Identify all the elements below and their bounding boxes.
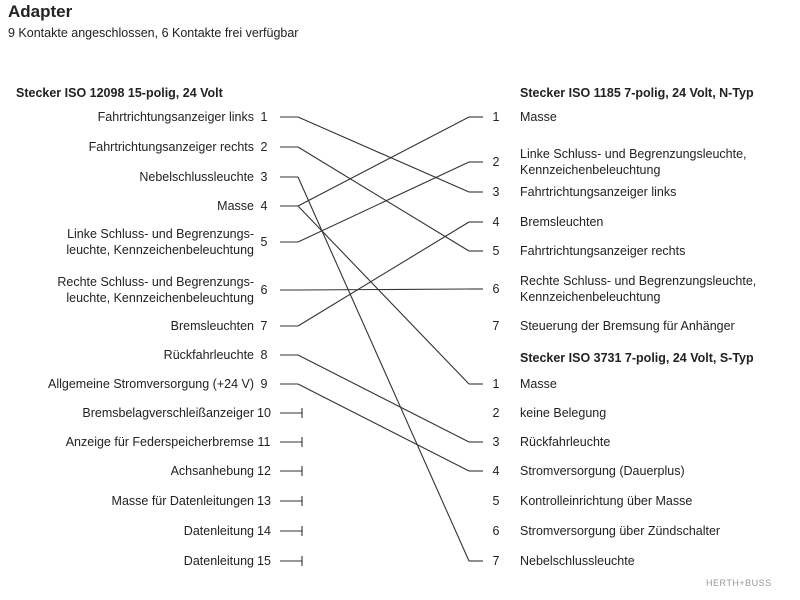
right-s-pin-4-label: Stromversorgung (Dauerplus) [520, 464, 685, 478]
left-pin-7-number: 7 [260, 319, 268, 333]
right-s-pin-3-number: 3 [492, 435, 500, 449]
left-pin-14-number: 14 [257, 524, 271, 538]
left-pin-9-label: Allgemeine Stromversorgung (+24 V) [48, 377, 254, 391]
left-pin-4-number: 4 [260, 199, 268, 213]
right-s-pin-7-number: 7 [492, 554, 500, 568]
left-pin-1-number: 1 [260, 110, 268, 124]
right-connector-n-header: Stecker ISO 1185 7-polig, 24 Volt, N-Typ [520, 86, 754, 100]
wire-left-7-to-n4 [297, 221, 470, 327]
left-pin-14-label: Datenleitung [183, 524, 254, 538]
left-pin-5-label: Linke Schluss- und Begrenzungs- [67, 227, 254, 241]
page-title: Adapter [8, 2, 73, 21]
left-pin-6-label: Rechte Schluss- und Begrenzungs- [57, 275, 254, 289]
left-pin-8-label: Rückfahrleuchte [163, 348, 254, 362]
left-pin-5-label: leuchte, Kennzeichenbeleuchtung [66, 243, 254, 257]
left-pin-13-label: Masse für Datenleitungen [111, 494, 254, 508]
left-pin-4-label: Masse [217, 199, 254, 213]
right-n-pin-5-number: 5 [492, 244, 500, 258]
right-n-pin-2-number: 2 [492, 155, 500, 169]
left-pin-3-number: 3 [260, 170, 268, 184]
left-pin-1-label: Fahrtrichtungsanzeiger links [97, 110, 254, 124]
left-pin-12-number: 12 [257, 464, 271, 478]
right-n-pin-2-label: Kennzeichenbeleuchtung [520, 163, 661, 177]
left-pin-11-number: 11 [257, 435, 271, 449]
wire-left-5-to-n2 [297, 161, 470, 243]
left-pin-11-label: Anzeige für Federspeicherbremse [65, 435, 254, 449]
left-pin-6-label: leuchte, Kennzeichenbeleuchtung [66, 291, 254, 305]
right-connector-s-header: Stecker ISO 3731 7-polig, 24 Volt, S-Typ [520, 351, 754, 365]
left-connector-header: Stecker ISO 12098 15-polig, 24 Volt [16, 86, 223, 100]
wire-left-8-to-s3 [297, 354, 470, 443]
wire-left-4-to-s1 [297, 205, 470, 385]
left-pin-13-number: 13 [257, 494, 271, 508]
right-n-pin-6-label: Rechte Schluss- und Begrenzungsleuchte, [520, 274, 757, 288]
left-pin-2-number: 2 [260, 140, 268, 154]
wire-left-1-to-n3 [297, 116, 470, 193]
left-pin-12-label: Achsanhebung [170, 464, 254, 478]
left-pin-5-number: 5 [260, 235, 268, 249]
left-pin-10-label: Bremsbelagverschleißanzeiger [82, 406, 254, 420]
right-n-pin-6-label: Kennzeichenbeleuchtung [520, 290, 661, 304]
right-s-pin-1-label: Masse [520, 377, 557, 391]
right-s-pin-3-label: Rückfahrleuchte [520, 435, 611, 449]
right-s-pin-7-label: Nebelschlussleuchte [520, 554, 635, 568]
left-pin-10-number: 10 [257, 406, 271, 420]
right-n-pin-3-number: 3 [492, 185, 500, 199]
right-n-pin-7-label: Steuerung der Bremsung für Anhänger [520, 319, 735, 333]
right-s-pin-5-label: Kontrolleinrichtung über Masse [520, 494, 693, 508]
right-s-pin-6-label: Stromversorgung über Zündschalter [520, 524, 721, 538]
right-s-pin-6-number: 6 [492, 524, 500, 538]
wire-left-3-to-s7 [297, 176, 470, 562]
wire-left-6-to-n6 [297, 288, 470, 291]
left-pin-3-label: Nebelschlussleuchte [139, 170, 254, 184]
left-pin-15-number: 15 [257, 554, 271, 568]
right-s-pin-2-label: keine Belegung [520, 406, 607, 420]
right-n-pin-6-number: 6 [492, 282, 500, 296]
wire-left-2-to-n5 [297, 146, 470, 252]
left-pin-2-label: Fahrtrichtungsanzeiger rechts [88, 140, 254, 154]
right-s-pin-1-number: 1 [492, 377, 500, 391]
right-n-pin-1-number: 1 [492, 110, 500, 124]
left-pin-7-label: Bremsleuchten [170, 319, 254, 333]
wire-left-9-to-s4 [297, 383, 470, 472]
right-n-pin-4-label: Bremsleuchten [520, 215, 604, 229]
wire-left-4-to-n1 [297, 116, 470, 207]
right-n-pin-7-number: 7 [492, 319, 500, 333]
left-pin-9-number: 9 [260, 377, 268, 391]
right-n-pin-3-label: Fahrtrichtungsanzeiger links [520, 185, 677, 199]
right-s-pin-2-number: 2 [492, 406, 500, 420]
right-n-pin-5-label: Fahrtrichtungsanzeiger rechts [520, 244, 686, 258]
right-n-pin-4-number: 4 [492, 215, 500, 229]
page-subtitle: 9 Kontakte angeschlossen, 6 Kontakte fre… [8, 26, 299, 40]
watermark-logo: HERTH+BUSS [706, 578, 772, 588]
right-n-pin-1-label: Masse [520, 110, 557, 124]
right-n-pin-2-label: Linke Schluss- und Begrenzungsleuchte, [520, 147, 747, 161]
right-s-pin-5-number: 5 [492, 494, 500, 508]
left-pin-6-number: 6 [260, 283, 268, 297]
left-pin-15-label: Datenleitung [183, 554, 254, 568]
right-s-pin-4-number: 4 [492, 464, 500, 478]
left-pin-8-number: 8 [260, 348, 268, 362]
